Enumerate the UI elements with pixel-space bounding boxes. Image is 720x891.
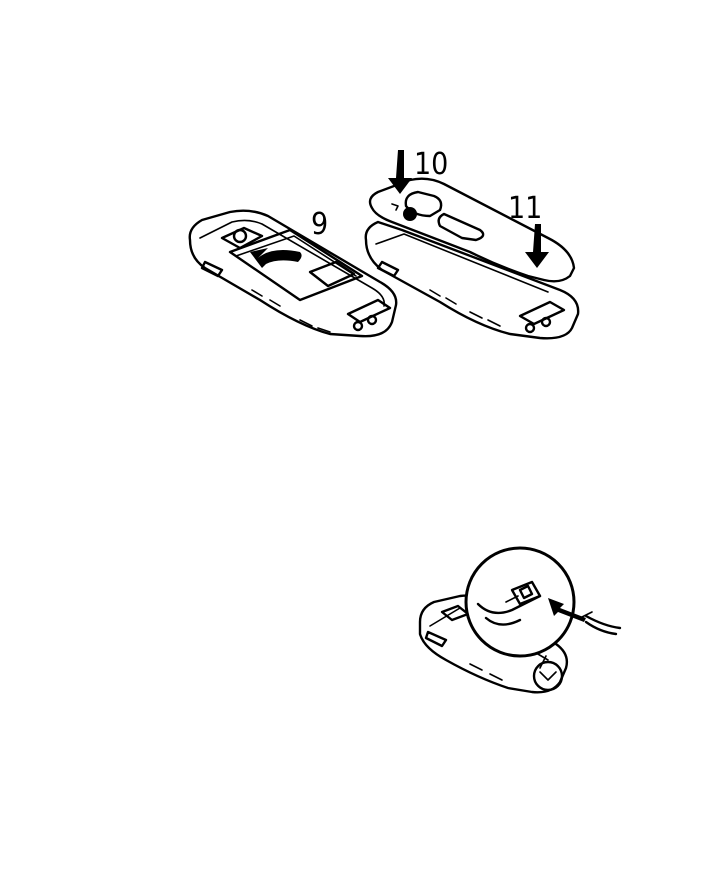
- phone-illustration-left: [190, 211, 396, 337]
- step-number-10: 10: [414, 147, 448, 182]
- step-number-11: 11: [508, 191, 542, 226]
- step-number-9: 9: [311, 207, 328, 242]
